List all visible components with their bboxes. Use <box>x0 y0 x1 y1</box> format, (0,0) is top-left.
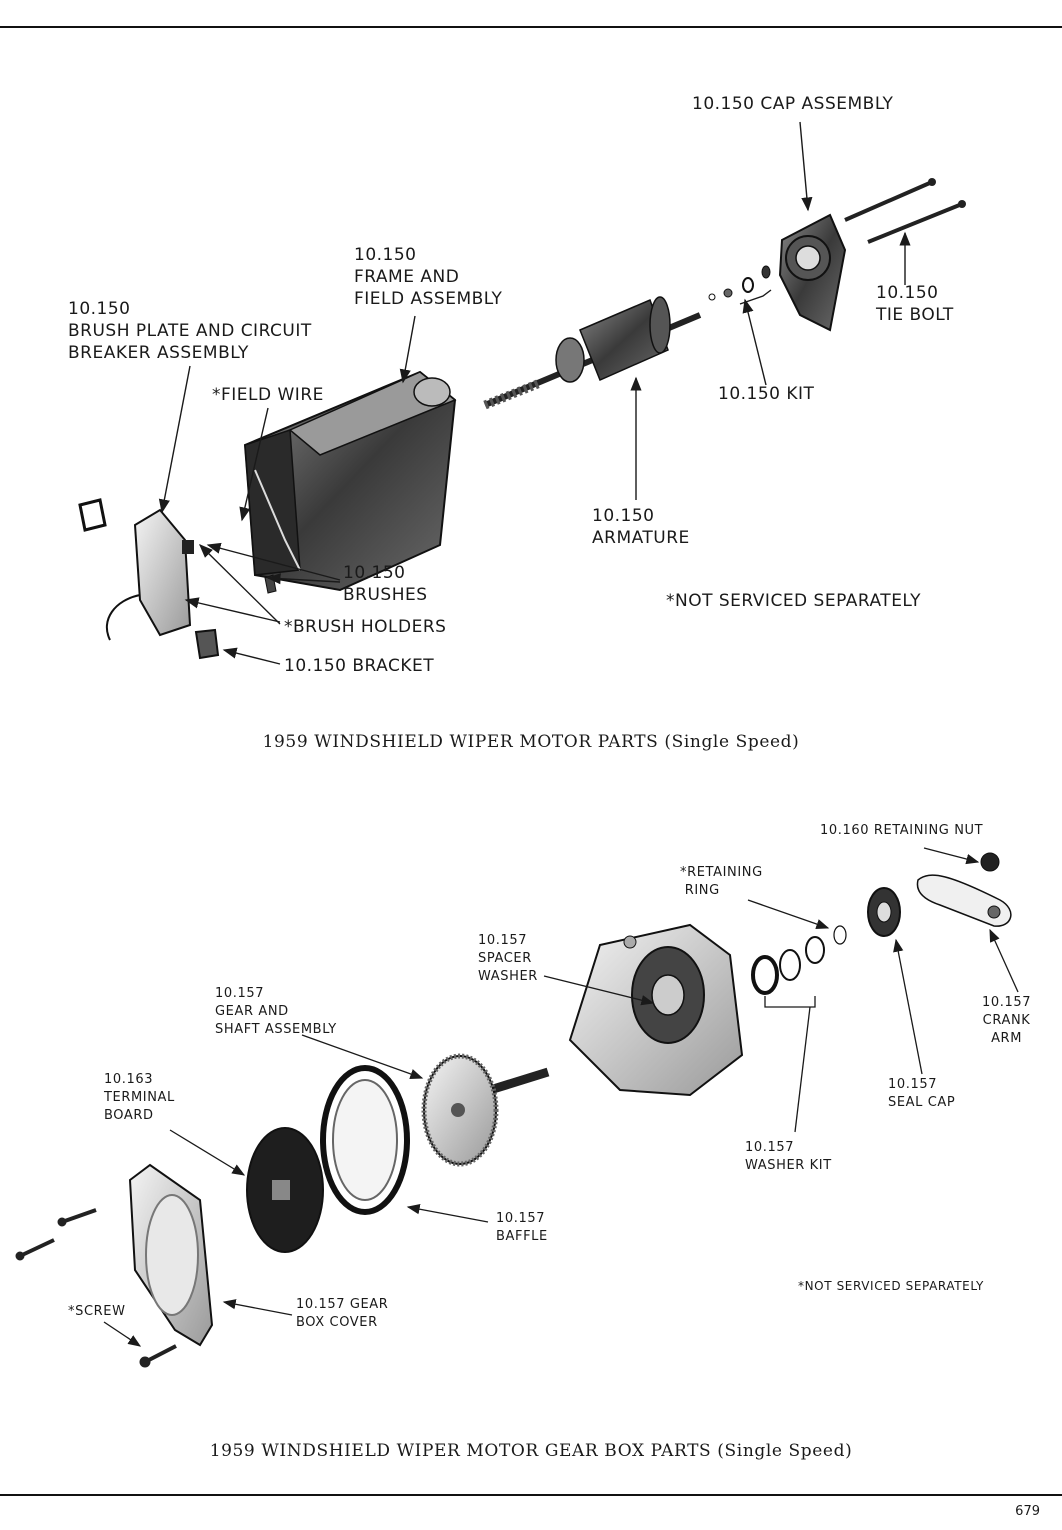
label-gear-box-cover: 10.157 GEAR BOX COVER <box>296 1297 389 1330</box>
label-crank-arm: 10.157 CRANK ARM <box>982 995 1032 1046</box>
gear-box-cover-part <box>128 1163 214 1347</box>
label-screw: *SCREW <box>68 1304 126 1319</box>
caption-gearbox-parts: 1959 WINDSHIELD WIPER MOTOR GEAR BOX PAR… <box>209 1441 853 1461</box>
label-gear-shaft-assembly: 10.157 GEAR AND SHAFT ASSEMBLY <box>215 986 337 1037</box>
label-frame-field-assembly: 10.150 FRAME AND FIELD ASSEMBLY <box>354 245 503 309</box>
terminal-board-part <box>246 1127 324 1253</box>
crank-arm-part <box>916 852 1012 927</box>
label-spacer-washer: 10.157 SPACER WASHER <box>478 933 538 984</box>
top-rule <box>0 26 1062 28</box>
kit-washers <box>708 265 771 301</box>
label-washer-kit: 10.157 WASHER KIT <box>745 1140 832 1173</box>
label-terminal-board: 10.163 TERMINAL BOARD <box>104 1072 175 1123</box>
bottom-rule <box>0 1494 1062 1496</box>
caption-motor-parts: 1959 WINDSHIELD WIPER MOTOR PARTS (Singl… <box>262 732 800 752</box>
label-tie-bolt: 10.150 TIE BOLT <box>876 283 954 325</box>
note-not-serviced-2: *NOT SERVICED SEPARATELY <box>798 1279 984 1293</box>
label-retaining-ring: *RETAINING RING <box>680 865 763 898</box>
seal-cap-part <box>867 887 901 937</box>
label-brush-plate-assembly: 10.150 BRUSH PLATE AND CIRCUIT BREAKER A… <box>68 299 312 363</box>
label-brush-holders: *BRUSH HOLDERS <box>284 617 447 637</box>
label-retaining-nut: 10.160 RETAINING NUT <box>820 823 984 838</box>
label-baffle: 10.157 BAFFLE <box>496 1211 548 1244</box>
gearbox-housing <box>568 923 744 1097</box>
label-bracket: 10.150 BRACKET <box>284 656 435 676</box>
label-cap-assembly: 10.150 CAP ASSEMBLY <box>692 94 894 114</box>
armature-part <box>483 296 702 410</box>
label-seal-cap: 10.157 SEAL CAP <box>888 1077 956 1110</box>
tie-bolts <box>844 178 966 244</box>
motor-parts-drawing <box>78 121 966 665</box>
note-not-serviced-1: *NOT SERVICED SEPARATELY <box>666 591 922 611</box>
label-armature: 10.150 ARMATURE <box>592 506 690 548</box>
label-kit: 10.150 KIT <box>718 384 815 404</box>
label-field-wire: *FIELD WIRE <box>212 385 324 405</box>
gear-shaft-part <box>421 1053 550 1167</box>
washer-set <box>751 925 847 995</box>
screws <box>15 1208 177 1368</box>
frame-field-housing <box>243 370 457 592</box>
label-brushes: 10.150 BRUSHES <box>343 563 428 605</box>
cap-assembly-part <box>778 213 847 332</box>
brush-plate-part <box>78 498 277 660</box>
page-number: 679 <box>1015 1504 1040 1519</box>
baffle-part <box>320 1065 410 1215</box>
gearbox-parts-drawing <box>15 847 1019 1368</box>
